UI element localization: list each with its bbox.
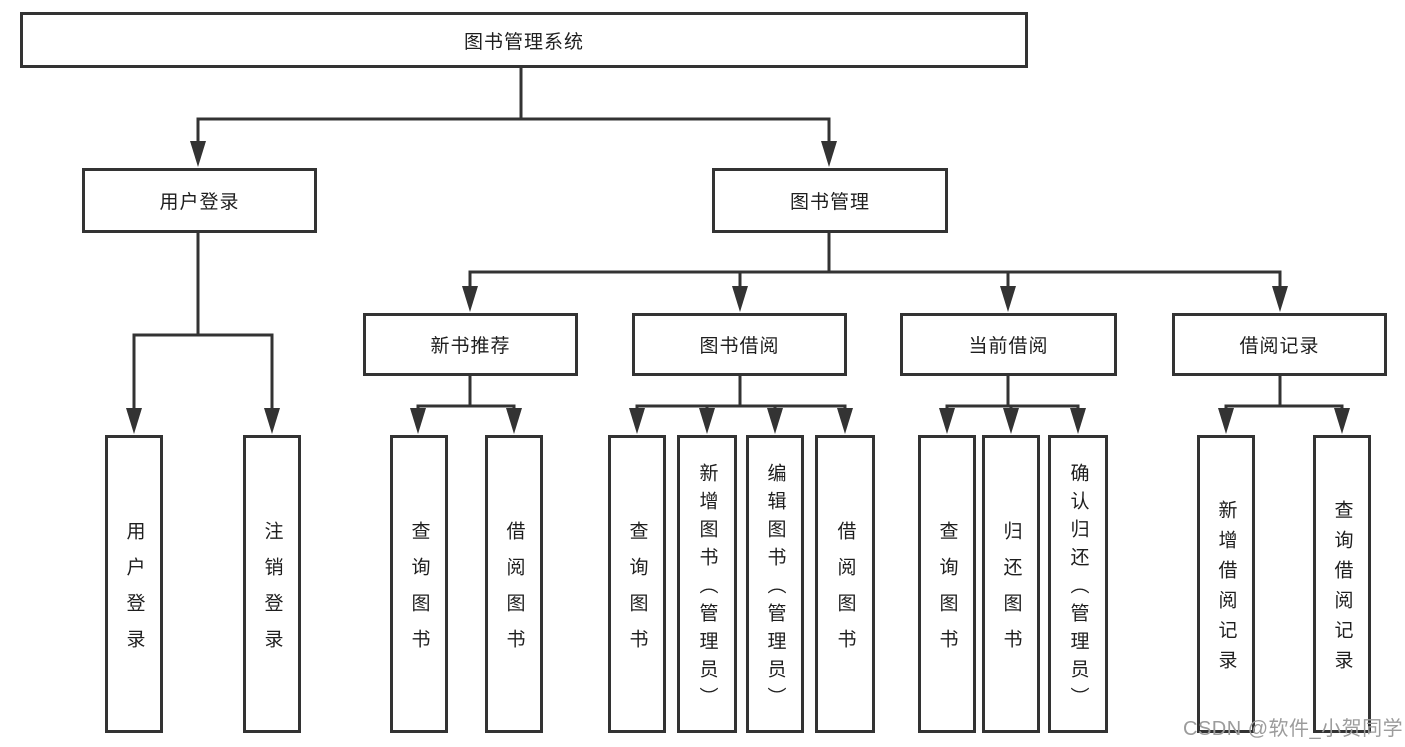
leaf-query-books-3: 查询图书 bbox=[918, 435, 976, 733]
arrowhead-leaf-edit-book bbox=[767, 408, 783, 434]
node-root-system: 图书管理系统 bbox=[20, 12, 1028, 68]
leaf-confirm-return-admin: 确认归还（管理员） bbox=[1048, 435, 1108, 733]
leaf-user-login: 用户登录 bbox=[105, 435, 163, 733]
node-book-management: 图书管理 bbox=[712, 168, 948, 233]
arrowhead-leaf-user-login bbox=[126, 408, 142, 434]
arrowhead-book-borrow bbox=[732, 286, 748, 312]
arrowhead-borrow-records bbox=[1272, 286, 1288, 312]
leaf-query-books-1-label: 查询图书 bbox=[408, 520, 430, 665]
arrowhead-leaf-return-book bbox=[1003, 408, 1019, 434]
leaf-borrow-books-1-label: 借阅图书 bbox=[503, 520, 525, 665]
leaf-query-books-3-label: 查询图书 bbox=[936, 520, 958, 665]
connector-userlogin-bar bbox=[132, 333, 274, 409]
connector-root-bar bbox=[196, 117, 831, 142]
connector-records-bar bbox=[1224, 404, 1344, 410]
leaf-add-book-admin-label: 新增图书（管理员） bbox=[696, 462, 718, 715]
leaf-logout-label: 注销登录 bbox=[261, 520, 283, 665]
arrowhead-leaf-borrow-books-1 bbox=[506, 408, 522, 434]
node-root-label: 图书管理系统 bbox=[463, 31, 584, 53]
leaf-borrow-books-2: 借阅图书 bbox=[815, 435, 875, 733]
leaf-confirm-return-admin-label: 确认归还（管理员） bbox=[1067, 462, 1089, 715]
arrowhead-leaf-query-books-1 bbox=[410, 408, 426, 434]
arrowhead-leaf-logout bbox=[264, 408, 280, 434]
arrowhead-leaf-query-books-2 bbox=[629, 408, 645, 434]
csdn-watermark: CSDN @软件_小贺同学 bbox=[1183, 718, 1404, 740]
arrowhead-leaf-confirm-return bbox=[1070, 408, 1086, 434]
connector-borrowmod-bar bbox=[635, 404, 847, 410]
node-borrow-records: 借阅记录 bbox=[1172, 313, 1387, 376]
node-book-borrow-label: 图书借阅 bbox=[699, 336, 780, 357]
arrowhead-book-management bbox=[821, 141, 837, 167]
connector-bookmgmt-bar bbox=[468, 270, 1282, 287]
arrowhead-current-borrow bbox=[1000, 286, 1016, 312]
node-borrow-records-label: 借阅记录 bbox=[1239, 336, 1320, 357]
leaf-return-book-label: 归还图书 bbox=[1000, 520, 1022, 665]
leaf-edit-book-admin-label: 编辑图书（管理员） bbox=[764, 462, 786, 715]
node-current-borrow: 当前借阅 bbox=[900, 313, 1117, 376]
leaf-query-books-1: 查询图书 bbox=[390, 435, 448, 733]
leaf-borrow-books-1: 借阅图书 bbox=[485, 435, 543, 733]
node-book-management-label: 图书管理 bbox=[789, 192, 870, 213]
leaf-logout: 注销登录 bbox=[243, 435, 301, 733]
arrowhead-leaf-query-books-3 bbox=[939, 408, 955, 434]
arrowhead-leaf-add-record bbox=[1218, 408, 1234, 434]
arrowhead-new-book-recommend bbox=[462, 286, 478, 312]
node-current-borrow-label: 当前借阅 bbox=[968, 336, 1049, 357]
leaf-return-book: 归还图书 bbox=[982, 435, 1040, 733]
arrowhead-user-login bbox=[190, 141, 206, 167]
leaf-edit-book-admin: 编辑图书（管理员） bbox=[746, 435, 804, 733]
leaf-borrow-books-2-label: 借阅图书 bbox=[834, 520, 856, 665]
node-book-borrow: 图书借阅 bbox=[632, 313, 847, 376]
leaf-query-books-2: 查询图书 bbox=[608, 435, 666, 733]
arrowhead-leaf-add-book bbox=[699, 408, 715, 434]
node-user-login: 用户登录 bbox=[82, 168, 317, 233]
connector-recommend-bar bbox=[416, 404, 516, 410]
node-user-login-label: 用户登录 bbox=[159, 192, 240, 213]
leaf-add-borrow-record: 新增借阅记录 bbox=[1197, 435, 1255, 733]
node-new-book-recommend: 新书推荐 bbox=[363, 313, 578, 376]
arrowhead-leaf-query-record bbox=[1334, 408, 1350, 434]
node-new-book-recommend-label: 新书推荐 bbox=[430, 336, 511, 357]
leaf-user-login-label: 用户登录 bbox=[123, 520, 145, 665]
leaf-query-borrow-record-label: 查询借阅记录 bbox=[1331, 499, 1353, 680]
leaf-query-borrow-record: 查询借阅记录 bbox=[1313, 435, 1371, 733]
leaf-query-books-2-label: 查询图书 bbox=[626, 520, 648, 665]
arrowhead-leaf-borrow-books-2 bbox=[837, 408, 853, 434]
leaf-add-book-admin: 新增图书（管理员） bbox=[677, 435, 737, 733]
leaf-add-borrow-record-label: 新增借阅记录 bbox=[1215, 499, 1237, 680]
